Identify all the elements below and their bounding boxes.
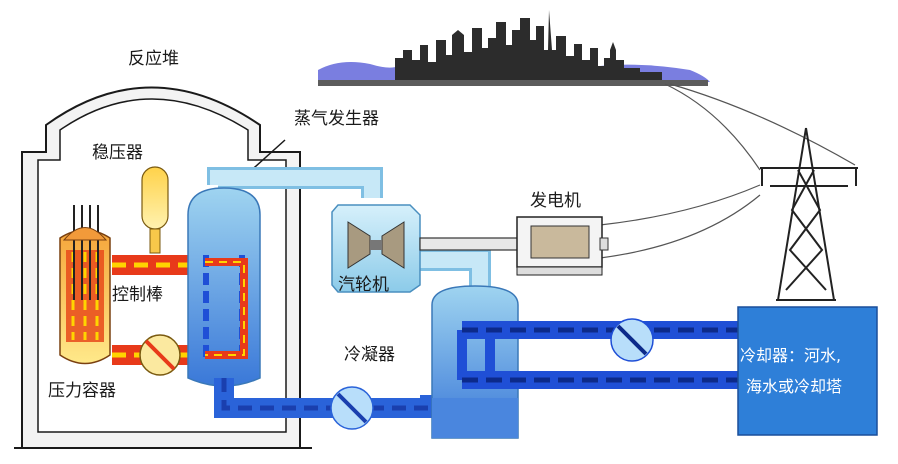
power-line-1 bbox=[664, 83, 761, 171]
cooling-water-loop bbox=[457, 321, 740, 389]
control-rods bbox=[73, 205, 99, 300]
generator-rotor bbox=[530, 225, 590, 259]
tower-lattice bbox=[785, 169, 827, 291]
city-buildings bbox=[395, 10, 662, 82]
label-generator: 发电机 bbox=[530, 191, 581, 211]
feedwater-pump-blade bbox=[336, 392, 368, 424]
turbine-hub bbox=[370, 240, 382, 250]
tower-legs bbox=[777, 127, 835, 301]
steam-pipe-inner bbox=[210, 170, 380, 198]
turbine-blades-right bbox=[381, 221, 405, 269]
power-line-2 bbox=[669, 83, 856, 166]
steam-generator bbox=[187, 187, 261, 387]
condenser-water bbox=[432, 398, 518, 438]
label-pressurizer: 稳压器 bbox=[92, 143, 143, 163]
label-cooler-line2: 海水或冷却塔 bbox=[746, 377, 843, 396]
generator-end-shaft bbox=[599, 237, 609, 251]
cooling-pump bbox=[610, 318, 654, 362]
city-ground bbox=[318, 80, 708, 86]
transmission-tower bbox=[760, 127, 858, 301]
steam-generator-hot-flow bbox=[205, 261, 245, 356]
condenser bbox=[431, 285, 519, 439]
turbine-blades-left bbox=[347, 221, 371, 269]
cooling-pump-blade bbox=[616, 324, 648, 356]
pressurizer bbox=[141, 166, 169, 254]
generator-base bbox=[516, 266, 603, 276]
power-line-3 bbox=[599, 184, 761, 226]
primary-pump bbox=[139, 334, 181, 376]
label-condenser: 冷凝器 bbox=[344, 345, 395, 365]
power-lines bbox=[599, 83, 856, 259]
generator bbox=[516, 216, 609, 276]
cooling-flow bbox=[462, 327, 740, 383]
cooler-box bbox=[737, 306, 878, 436]
label-pressure-vessel: 压力容器 bbox=[48, 381, 116, 401]
feedwater-pump bbox=[330, 386, 374, 430]
primary-pump-blade bbox=[144, 339, 176, 371]
label-steam-generator: 蒸气发生器 bbox=[294, 109, 379, 129]
power-line-4 bbox=[599, 194, 761, 259]
pressurizer-tank bbox=[141, 166, 169, 230]
city-skyline bbox=[318, 10, 710, 86]
label-control-rods: 控制棒 bbox=[112, 285, 163, 305]
label-reactor: 反应堆 bbox=[128, 49, 179, 69]
label-cooler-line1: 冷却器：河水, bbox=[740, 346, 842, 365]
turbine-shaft bbox=[419, 237, 533, 251]
core-flow bbox=[71, 252, 99, 340]
label-turbine: 汽轮机 bbox=[338, 275, 389, 295]
reactor-pressure-vessel bbox=[59, 205, 111, 365]
city-haze-left bbox=[318, 62, 398, 82]
pressurizer-pipe bbox=[149, 228, 161, 254]
vessel-head bbox=[62, 227, 108, 241]
tower-arms bbox=[760, 167, 858, 187]
turbine bbox=[331, 204, 421, 293]
